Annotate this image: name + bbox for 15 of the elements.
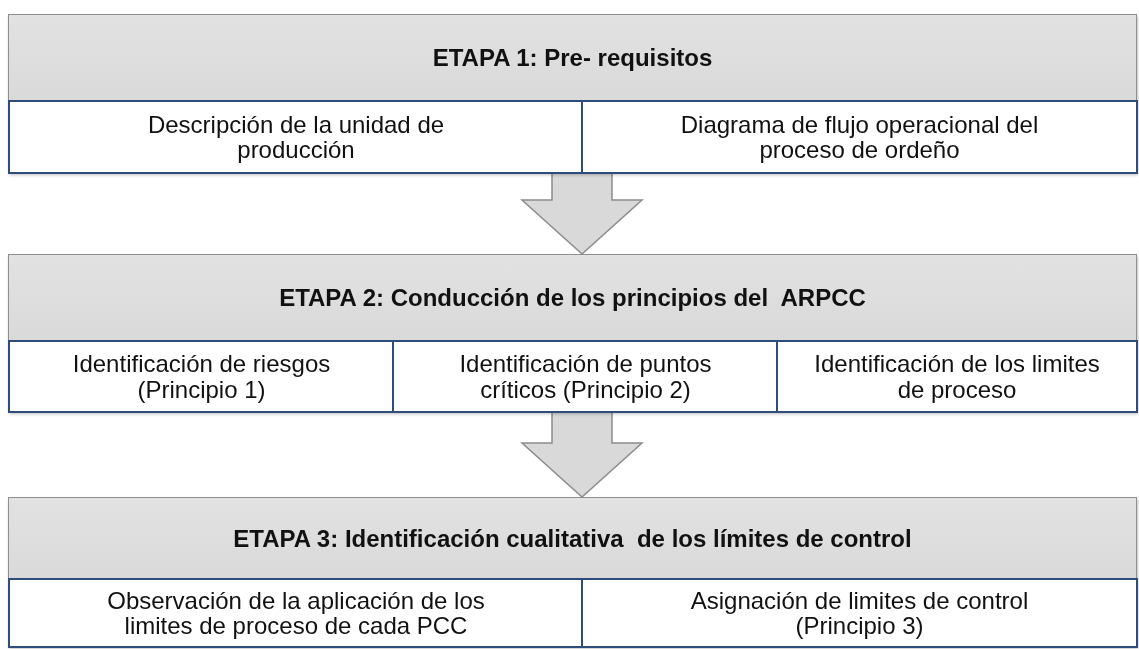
step-cell: Observación de la aplicación de los limites de proceso de cada PCC xyxy=(8,578,584,648)
stage-heading: ETAPA 1: Pre- requisitos xyxy=(432,44,713,72)
step-cell: Identificación de puntos críticos (Principio 2) xyxy=(392,340,779,413)
stage-panel xyxy=(8,497,1137,647)
stage-panel xyxy=(8,14,1137,173)
step-cell: Identificación de riesgos (Principio 1) xyxy=(8,340,395,413)
step-cell: Diagrama de flujo operacional del proceso de ordeño xyxy=(581,100,1138,174)
stage-panel xyxy=(8,254,1137,412)
block-arrow xyxy=(520,411,644,498)
step-cell: Identificación de los limites de proceso xyxy=(776,340,1138,413)
stage-heading: ETAPA 3: Identificación cualitativa de los límites de control xyxy=(233,524,912,553)
step-cell: Descripción de la unidad de producción xyxy=(8,100,584,174)
stage-heading: ETAPA 2: Conducción de los principios del ARPCC xyxy=(279,284,866,312)
block-arrow xyxy=(520,172,644,255)
step-cell: Asignación de limites de control (Principio 3) xyxy=(581,578,1138,648)
